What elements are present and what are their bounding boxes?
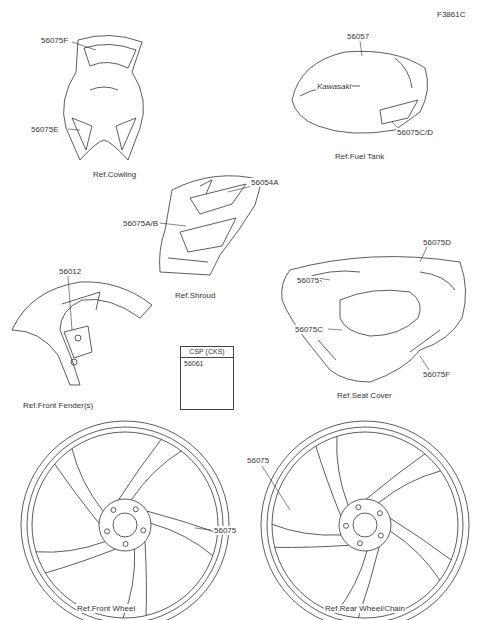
wheel <box>21 421 229 620</box>
callout-number: 56075D <box>422 238 452 247</box>
wheel <box>261 421 469 620</box>
figure-code: F3861C <box>436 10 466 19</box>
wheels <box>21 421 469 620</box>
logo-text: Kawasaki <box>316 82 352 91</box>
shroud <box>160 176 262 275</box>
reference-note: Ref.Rear Wheel/Chain <box>324 604 406 613</box>
callout-number: 56012 <box>58 267 82 276</box>
reference-note: Ref.Fuel Tank <box>334 152 385 161</box>
callout-number: 56075 <box>246 456 270 465</box>
callout-number: 56075C <box>294 325 324 334</box>
seat-cover <box>282 257 466 382</box>
reference-note: Ref.Front Wheel <box>76 604 136 613</box>
reference-note: Ref.Seat Cover <box>336 391 393 400</box>
callout-number: 56057 <box>346 32 370 41</box>
kit-box: CSP (CKS)56061 <box>180 346 234 410</box>
callout-number: 56075A/B <box>122 219 159 228</box>
front-fender <box>12 282 152 385</box>
callout-number: 56075F <box>422 370 451 379</box>
callout-number: 56061 <box>181 358 233 368</box>
reference-note: Ref.Shroud <box>174 291 216 300</box>
leader-lines <box>68 41 429 530</box>
fuel-tank <box>292 51 428 133</box>
reference-note: Ref.Front Fender(s) <box>22 401 94 410</box>
callout-number: 56054A <box>250 178 280 187</box>
callout-number: 56075 <box>213 526 237 535</box>
reference-note: Ref.Cowling <box>92 170 137 179</box>
callout-number: 56075 <box>296 276 320 285</box>
callout-number: 56075C/D <box>396 128 434 137</box>
box-heading: CSP (CKS) <box>181 347 233 358</box>
cowling <box>64 35 144 160</box>
callout-number: 56075F <box>40 36 69 45</box>
callout-number: 56075E <box>30 125 60 134</box>
